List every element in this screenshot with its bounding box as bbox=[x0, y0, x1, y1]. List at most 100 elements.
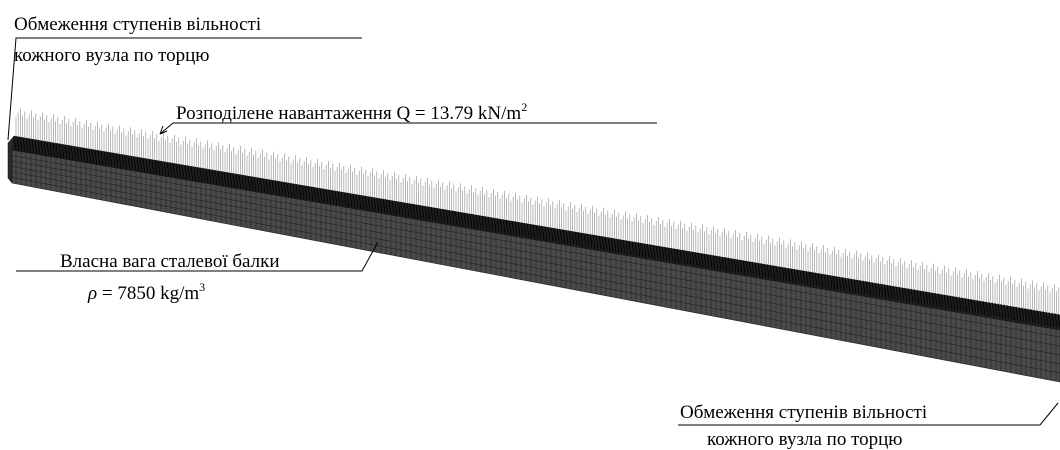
beam-end-face bbox=[7, 135, 15, 184]
top-mesh-line bbox=[508, 220, 512, 235]
mesh-line bbox=[11, 160, 1060, 347]
top-mesh-line bbox=[883, 284, 887, 299]
top-mesh-line bbox=[856, 279, 860, 294]
top-mesh-line bbox=[754, 262, 758, 277]
constraint-right-line2: кожного вузла по торцю bbox=[707, 429, 902, 450]
top-mesh-line bbox=[307, 186, 311, 201]
top-mesh-line bbox=[169, 162, 173, 177]
top-mesh-line bbox=[1027, 308, 1031, 323]
top-mesh-line bbox=[217, 170, 221, 186]
top-mesh-line bbox=[34, 139, 38, 154]
top-mesh-line bbox=[550, 227, 554, 242]
top-mesh-line bbox=[511, 220, 515, 235]
top-mesh-line bbox=[637, 242, 641, 257]
top-mesh-line bbox=[175, 163, 179, 178]
top-mesh-line bbox=[589, 234, 593, 249]
mesh-line bbox=[11, 171, 1060, 365]
top-mesh-line bbox=[574, 231, 578, 246]
top-mesh-line bbox=[616, 238, 620, 253]
top-mesh-line bbox=[922, 290, 926, 305]
top-mesh-line bbox=[79, 147, 83, 162]
top-mesh-line bbox=[121, 154, 125, 169]
top-mesh-line bbox=[910, 288, 914, 303]
top-mesh-line bbox=[838, 276, 842, 291]
top-mesh-line bbox=[793, 268, 797, 283]
top-mesh-line bbox=[154, 160, 158, 175]
top-mesh-line bbox=[613, 238, 617, 253]
top-mesh-line bbox=[931, 292, 935, 307]
top-mesh-line bbox=[343, 192, 347, 207]
top-mesh-line bbox=[1021, 307, 1025, 322]
top-mesh-line bbox=[988, 301, 992, 316]
top-mesh-line bbox=[493, 217, 497, 232]
top-mesh-line bbox=[148, 159, 152, 174]
load-leader bbox=[159, 122, 657, 135]
top-mesh-line bbox=[760, 263, 764, 278]
top-mesh-line bbox=[811, 271, 815, 286]
top-mesh-line bbox=[814, 272, 818, 287]
top-mesh-line bbox=[604, 236, 608, 251]
top-mesh-line bbox=[673, 248, 677, 263]
top-mesh-line bbox=[157, 160, 161, 175]
distributed-load-label: Розподілене навантаження Q = 13.79 kN/m2 bbox=[176, 100, 527, 124]
top-mesh-line bbox=[109, 152, 113, 167]
top-mesh-line bbox=[490, 217, 494, 232]
top-mesh-line bbox=[487, 216, 491, 231]
top-mesh-line bbox=[178, 164, 182, 179]
top-mesh-line bbox=[49, 142, 53, 157]
top-mesh-line bbox=[1030, 309, 1034, 324]
top-mesh-line bbox=[970, 298, 974, 313]
top-mesh-line bbox=[1009, 305, 1013, 320]
top-mesh-line bbox=[640, 242, 644, 257]
top-mesh-line bbox=[16, 136, 20, 151]
top-mesh-line bbox=[502, 219, 506, 234]
top-mesh-line bbox=[13, 136, 17, 151]
top-mesh-line bbox=[460, 212, 464, 227]
top-mesh-line bbox=[835, 275, 839, 291]
top-mesh-line bbox=[355, 194, 359, 209]
top-mesh-line bbox=[262, 178, 266, 193]
top-mesh-line bbox=[691, 251, 695, 266]
top-mesh-line bbox=[634, 241, 638, 256]
top-mesh-line bbox=[739, 259, 743, 274]
top-mesh-line bbox=[652, 244, 656, 259]
top-mesh-line bbox=[358, 194, 362, 209]
top-mesh-line bbox=[685, 250, 689, 265]
top-mesh-line bbox=[340, 191, 344, 206]
top-mesh-line bbox=[379, 198, 383, 213]
top-mesh-line bbox=[577, 232, 581, 247]
top-mesh-line bbox=[226, 172, 230, 187]
top-mesh-line bbox=[985, 301, 989, 316]
top-mesh-line bbox=[199, 167, 203, 182]
top-mesh-line bbox=[586, 233, 590, 248]
top-mesh-line bbox=[904, 287, 908, 302]
top-mesh-line bbox=[25, 138, 29, 153]
top-mesh-line bbox=[97, 150, 101, 165]
top-mesh-line bbox=[67, 145, 71, 160]
top-mesh-line bbox=[361, 195, 365, 210]
top-mesh-line bbox=[958, 296, 962, 311]
top-mesh-line bbox=[367, 196, 371, 211]
top-mesh-line bbox=[736, 259, 740, 274]
mesh-line bbox=[11, 177, 1060, 374]
top-mesh-line bbox=[319, 188, 323, 203]
top-mesh-line bbox=[781, 266, 785, 281]
top-mesh-line bbox=[547, 226, 551, 242]
top-mesh-line bbox=[568, 230, 572, 245]
top-mesh-line bbox=[595, 235, 599, 250]
top-mesh-line bbox=[424, 206, 428, 221]
top-mesh-line bbox=[448, 210, 452, 225]
top-mesh-line bbox=[298, 184, 302, 199]
top-mesh-line bbox=[142, 158, 146, 173]
top-mesh-line bbox=[844, 277, 848, 292]
top-mesh-line bbox=[382, 198, 386, 214]
top-mesh-line bbox=[22, 137, 26, 152]
top-mesh-line bbox=[166, 162, 170, 177]
mesh-line bbox=[11, 166, 1060, 356]
top-mesh-line bbox=[562, 229, 566, 244]
top-mesh-line bbox=[823, 273, 827, 288]
top-mesh-line bbox=[481, 215, 485, 230]
top-mesh-line bbox=[1045, 311, 1049, 326]
top-mesh-line bbox=[535, 224, 539, 240]
top-mesh-line bbox=[220, 171, 224, 186]
